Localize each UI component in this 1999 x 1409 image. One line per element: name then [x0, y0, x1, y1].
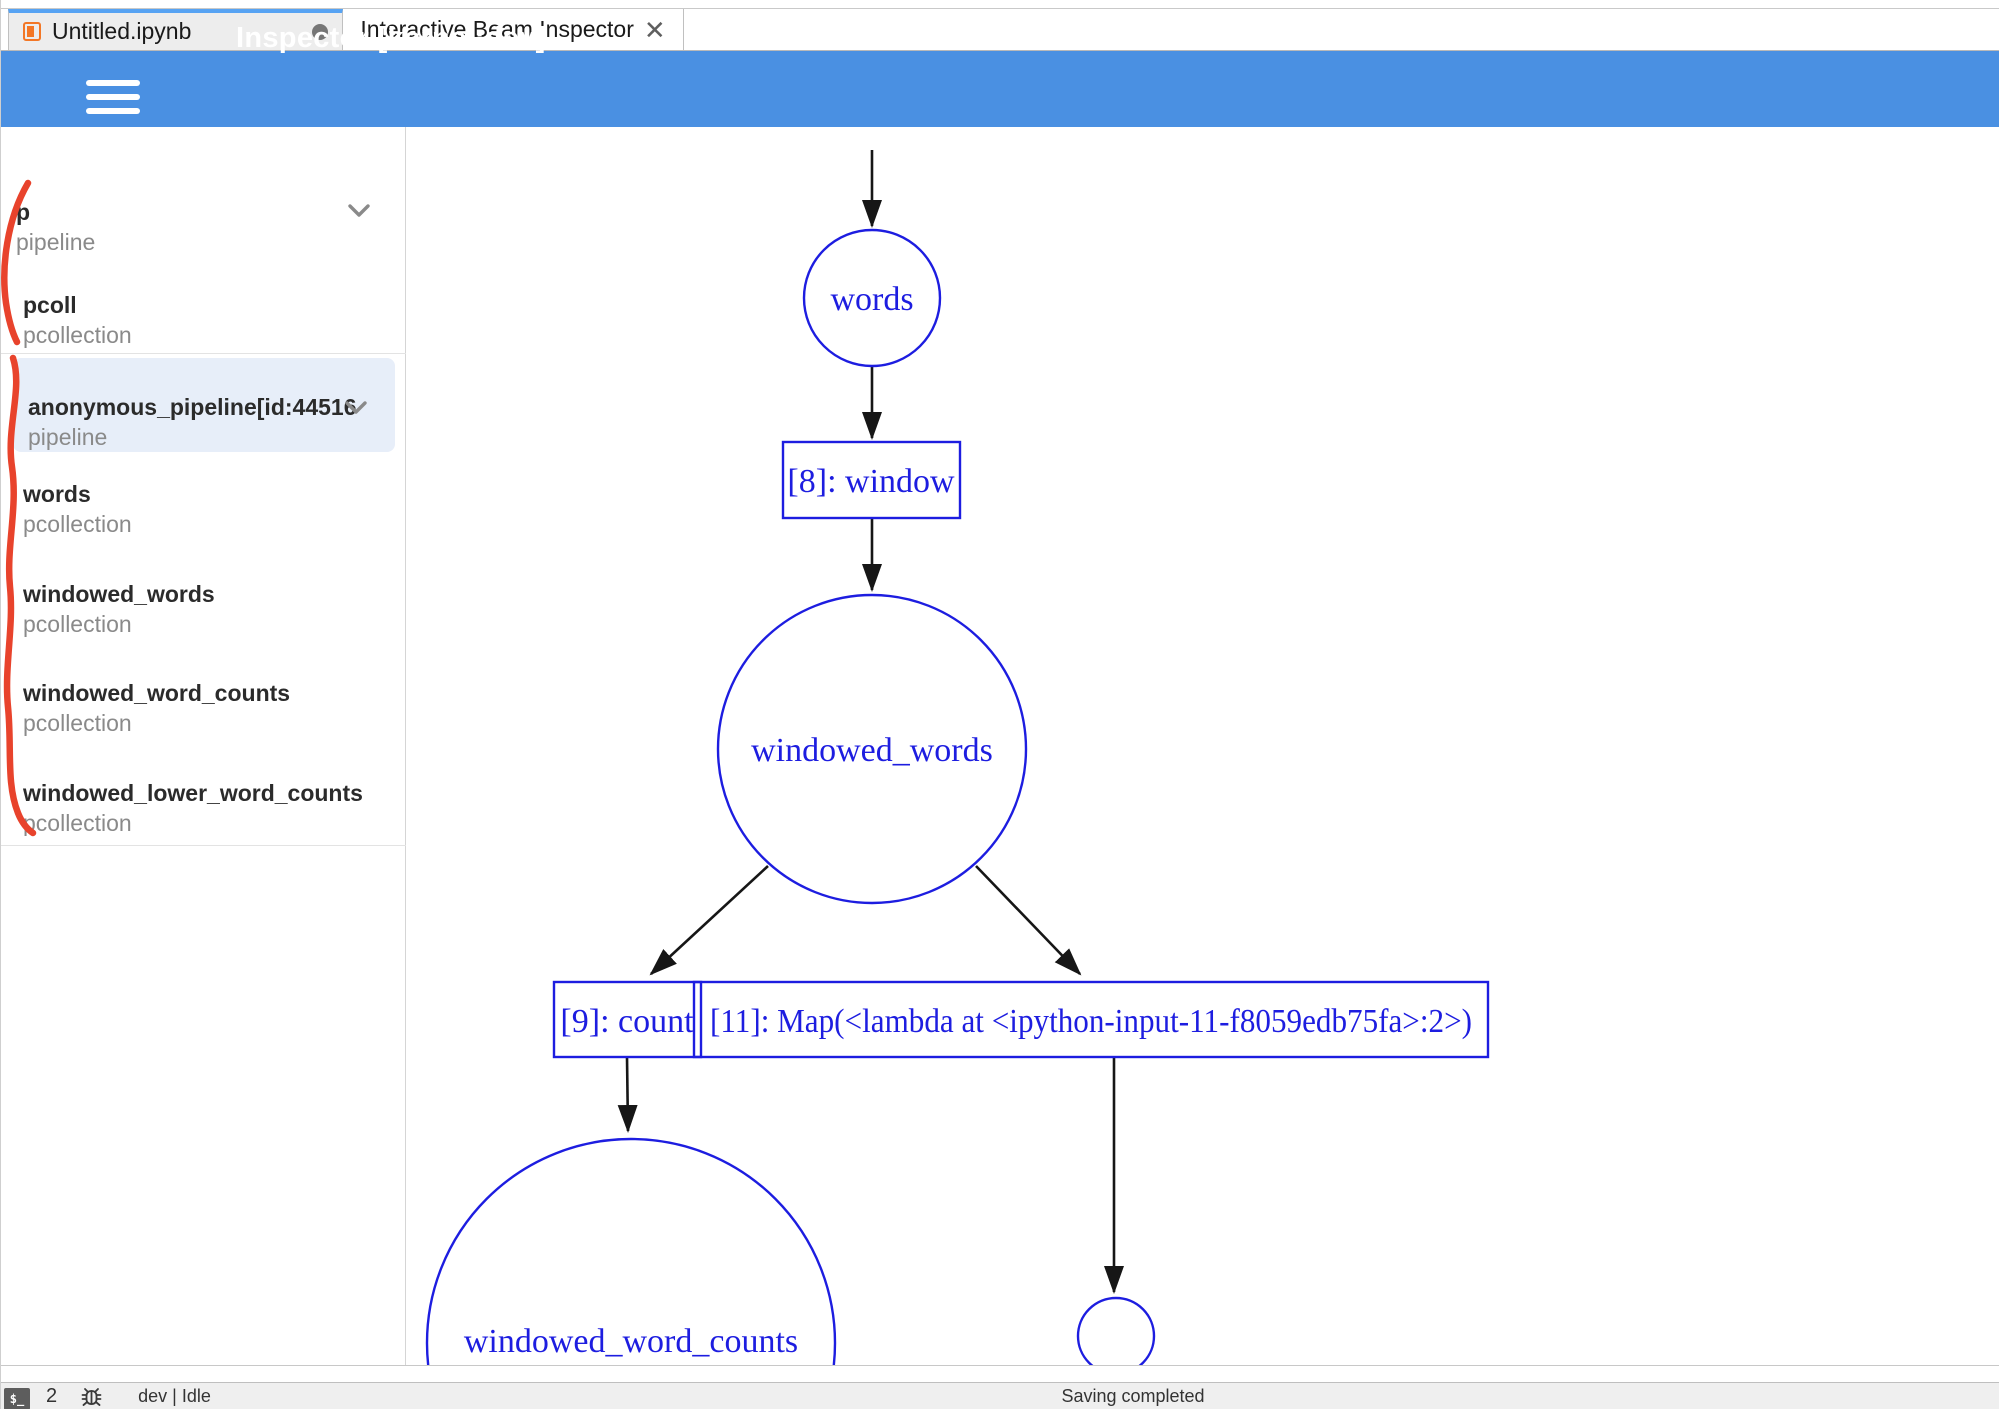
dag-label-words: words — [830, 281, 913, 318]
inspector-header — [1, 51, 1999, 127]
sidebar-item-windowed-lower-word-counts[interactable]: windowed_lower_word_counts pcollection — [1, 778, 406, 839]
close-icon[interactable]: ✕ — [643, 14, 666, 45]
running-sessions-count[interactable]: 2 — [46, 1384, 58, 1407]
pipeline-type: pipeline — [16, 229, 96, 255]
sidebar-item-windowed-word-counts[interactable]: windowed_word_counts pcollection — [1, 678, 406, 739]
dag-label-window: [8]: window — [787, 463, 955, 500]
status-bar: $_ 2 dev | Idle Saving completed — [1, 1382, 1999, 1409]
pcollection-name: windowed_words — [23, 581, 215, 607]
dag-label-map: [11]: Map(<lambda at <ipython-input-11-f… — [710, 1003, 1472, 1040]
tab-beam-inspector[interactable]: Interactive Beam Inspector ✕ — [343, 9, 684, 50]
pcollection-name: words — [23, 481, 91, 507]
dag-label-windowed-word-counts: windowed_word_counts — [464, 1323, 798, 1360]
tab-title: Interactive Beam Inspector — [360, 16, 634, 42]
divider — [1, 353, 406, 354]
inspector-title: Inspector [kernel:dev] — [236, 21, 546, 54]
dag-node-count-transform — [552, 980, 703, 1059]
status-message: Saving completed — [1061, 1385, 1205, 1406]
pcollection-name: pcoll — [23, 292, 77, 318]
pipeline-type: pipeline — [28, 424, 108, 450]
tab-untitled-notebook[interactable]: Untitled.ipynb — [8, 9, 343, 50]
dag-node-windowed-word-counts — [425, 1137, 837, 1365]
divider — [1, 845, 406, 846]
dag-label-windowed-words: windowed_words — [751, 732, 993, 769]
tab-bar: Untitled.ipynb Interactive Beam Inspecto… — [1, 8, 1999, 51]
pcollection-type: pcollection — [23, 810, 132, 836]
pipeline-graph-panel: words [8]: window windowed_words [9]: co… — [407, 127, 1999, 1366]
pcollection-type: pcollection — [23, 511, 132, 537]
pcollection-type: pcollection — [23, 611, 132, 637]
sidebar-item-pipeline-p[interactable]: p pipeline — [1, 197, 406, 258]
sidebar-item-words[interactable]: words pcollection — [1, 479, 406, 540]
dag-node-map-transform — [692, 980, 1490, 1059]
pipeline-dag: words [8]: window windowed_words [9]: co… — [425, 150, 1490, 1365]
pipeline-sidebar: p pipeline pcoll pcollection anonymous_p… — [1, 127, 406, 1366]
panel-bottom-border — [1, 1365, 407, 1366]
dag-node-windowed-words — [716, 593, 1028, 905]
pcollection-name: windowed_word_counts — [23, 680, 291, 706]
kernel-status[interactable]: dev | Idle — [138, 1385, 211, 1406]
pcollection-type: pcollection — [23, 710, 132, 736]
dag-node-windowed-lower-word-counts — [1076, 1296, 1156, 1365]
pipeline-name: anonymous_pipeline[id:44516… — [28, 394, 358, 420]
debugger-bug-icon[interactable] — [79, 1384, 104, 1409]
sidebar-item-pcoll[interactable]: pcoll pcollection — [1, 290, 406, 351]
sidebar-item-windowed-words[interactable]: windowed_words pcollection — [1, 579, 406, 640]
dag-node-window-transform — [781, 440, 962, 520]
chevron-down-icon[interactable] — [347, 203, 371, 219]
pcollection-type: pcollection — [23, 322, 132, 348]
chevron-down-icon[interactable] — [344, 400, 368, 416]
hamburger-menu-icon[interactable] — [86, 80, 140, 114]
tab-title: Untitled.ipynb — [52, 18, 192, 44]
dag-label-count: [9]: count — [560, 1003, 694, 1040]
terminal-icon[interactable]: $_ — [4, 1388, 30, 1409]
sidebar-item-anonymous-pipeline[interactable]: anonymous_pipeline[id:44516… pipeline — [13, 358, 395, 452]
notebook-icon — [23, 22, 41, 41]
unsaved-dot-icon — [312, 23, 328, 40]
pcollection-name: windowed_lower_word_counts — [23, 780, 363, 806]
dag-node-words — [802, 228, 942, 368]
dag-edges — [617, 150, 1124, 1294]
